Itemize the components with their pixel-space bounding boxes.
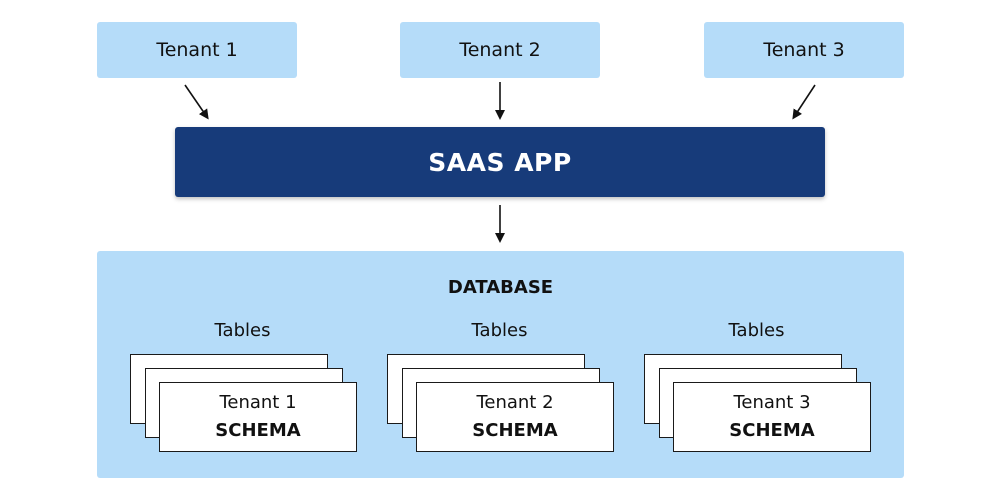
tenant-2-box: Tenant 2 bbox=[400, 22, 600, 78]
arrow-tenant-3-to-app bbox=[792, 84, 816, 120]
schema-card-tenant-2: Tenant 2 SCHEMA bbox=[416, 382, 614, 452]
tenant-1-box: Tenant 1 bbox=[97, 22, 297, 78]
arrow-tenant-1-to-app bbox=[184, 84, 209, 120]
tenant-3-label: Tenant 3 bbox=[763, 39, 845, 61]
schema-label: SCHEMA bbox=[472, 420, 558, 441]
tenant-3-box: Tenant 3 bbox=[704, 22, 904, 78]
schema-label: SCHEMA bbox=[215, 420, 301, 441]
saas-app-box: SAAS APP bbox=[175, 127, 825, 197]
database-box: DATABASE Tables Tenant 1 SCHEMA Tables T… bbox=[97, 251, 904, 478]
schema-tenant-label: Tenant 3 bbox=[733, 392, 811, 413]
schema-card-tenant-3: Tenant 3 SCHEMA bbox=[673, 382, 871, 452]
schema-group-tenant-2: Tables Tenant 2 SCHEMA bbox=[387, 317, 630, 457]
schema-group-tenant-3: Tables Tenant 3 SCHEMA bbox=[644, 317, 887, 457]
tenant-1-label: Tenant 1 bbox=[156, 39, 238, 61]
schema-tenant-label: Tenant 2 bbox=[476, 392, 554, 413]
tables-label: Tables bbox=[214, 320, 271, 341]
database-title: DATABASE bbox=[447, 277, 554, 298]
tables-label: Tables bbox=[471, 320, 528, 341]
schema-card-tenant-1: Tenant 1 SCHEMA bbox=[159, 382, 357, 452]
tenant-2-label: Tenant 2 bbox=[459, 39, 541, 61]
saas-app-label: SAAS APP bbox=[428, 147, 572, 177]
schema-label: SCHEMA bbox=[729, 420, 815, 441]
schema-tenant-label: Tenant 1 bbox=[219, 392, 297, 413]
schema-group-tenant-1: Tables Tenant 1 SCHEMA bbox=[130, 317, 373, 457]
tables-label: Tables bbox=[728, 320, 785, 341]
